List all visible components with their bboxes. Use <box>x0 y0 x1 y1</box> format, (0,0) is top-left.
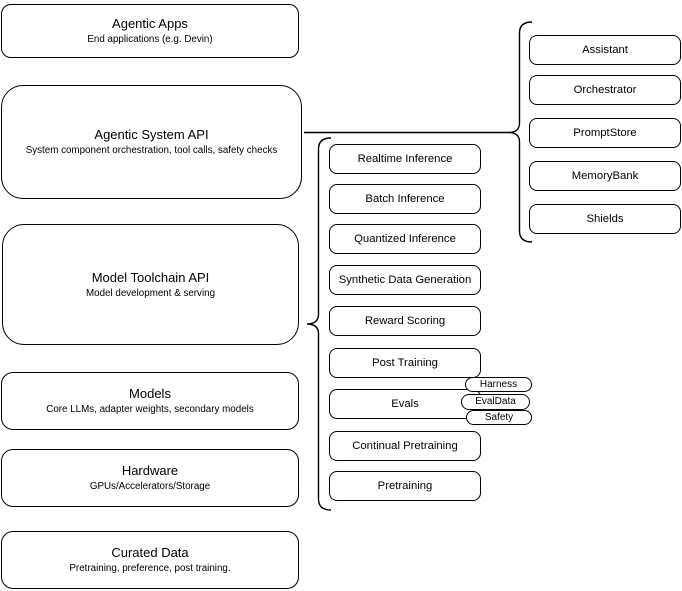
orchestrator-label: Orchestrator <box>573 84 637 96</box>
safety-pill: Safety <box>466 410 532 425</box>
toolchain-components-brace <box>306 137 332 511</box>
reward-scoring-label: Reward Scoring <box>364 315 446 327</box>
models-subtitle: Core LLMs, adapter weights, secondary mo… <box>46 404 254 415</box>
evaldata-label: EvalData <box>475 396 516 407</box>
hardware-box: Hardware GPUs/Accelerators/Storage <box>1 449 299 507</box>
quantized-inference-box: Quantized Inference <box>329 224 481 254</box>
post-training-label: Post Training <box>372 357 438 369</box>
synthetic-data-generation-label: Synthetic Data Generation <box>338 274 472 286</box>
memorybank-box: MemoryBank <box>529 161 681 191</box>
evals-label: Evals <box>391 398 419 410</box>
reward-scoring-box: Reward Scoring <box>329 306 481 336</box>
batch-inference-label: Batch Inference <box>365 193 445 205</box>
system-components-brace <box>507 21 533 243</box>
promptstore-label: PromptStore <box>573 127 637 139</box>
realtime-inference-box: Realtime Inference <box>329 144 481 174</box>
continual-pretraining-box: Continual Pretraining <box>329 431 481 461</box>
continual-pretraining-label: Continual Pretraining <box>352 440 458 452</box>
memorybank-label: MemoryBank <box>571 170 639 182</box>
agentic-system-api-box: Agentic System API System component orch… <box>1 85 302 199</box>
evaldata-pill: EvalData <box>461 394 530 410</box>
quantized-inference-label: Quantized Inference <box>354 233 456 245</box>
agentic-system-api-title: Agentic System API <box>94 127 209 142</box>
hardware-title: Hardware <box>121 463 179 478</box>
curated-data-subtitle: Pretraining, preference, post training. <box>69 563 231 574</box>
synthetic-data-generation-box: Synthetic Data Generation <box>329 265 481 295</box>
orchestrator-box: Orchestrator <box>529 75 681 105</box>
agentic-system-api-subtitle: System component orchestration, tool cal… <box>25 145 278 156</box>
shields-label: Shields <box>586 213 624 225</box>
batch-inference-box: Batch Inference <box>329 184 481 214</box>
curated-data-title: Curated Data <box>111 545 189 560</box>
curated-data-box: Curated Data Pretraining, preference, po… <box>1 531 299 589</box>
evals-box: Evals <box>329 389 481 419</box>
model-toolchain-api-title: Model Toolchain API <box>91 269 210 285</box>
harness-label: Harness <box>479 378 518 390</box>
assistant-label: Assistant <box>582 44 628 56</box>
harness-pill: Harness <box>465 377 532 392</box>
realtime-inference-label: Realtime Inference <box>357 153 453 165</box>
pretraining-label: Pretraining <box>377 480 433 492</box>
pretraining-box: Pretraining <box>329 471 481 501</box>
promptstore-box: PromptStore <box>529 118 681 148</box>
shields-box: Shields <box>529 204 681 234</box>
models-box: Models Core LLMs, adapter weights, secon… <box>1 372 299 430</box>
model-toolchain-api-subtitle: Model development & serving <box>85 287 216 299</box>
post-training-box: Post Training <box>329 348 481 378</box>
assistant-box: Assistant <box>529 35 681 65</box>
models-title: Models <box>129 386 171 401</box>
hardware-subtitle: GPUs/Accelerators/Storage <box>89 481 211 492</box>
agentic-apps-subtitle: End applications (e.g. Devin) <box>87 34 213 45</box>
agentic-apps-box: Agentic Apps End applications (e.g. Devi… <box>1 4 299 58</box>
agentic-apps-title: Agentic Apps <box>112 16 188 31</box>
safety-label: Safety <box>484 411 514 423</box>
model-toolchain-api-box: Model Toolchain API Model development & … <box>2 224 299 345</box>
